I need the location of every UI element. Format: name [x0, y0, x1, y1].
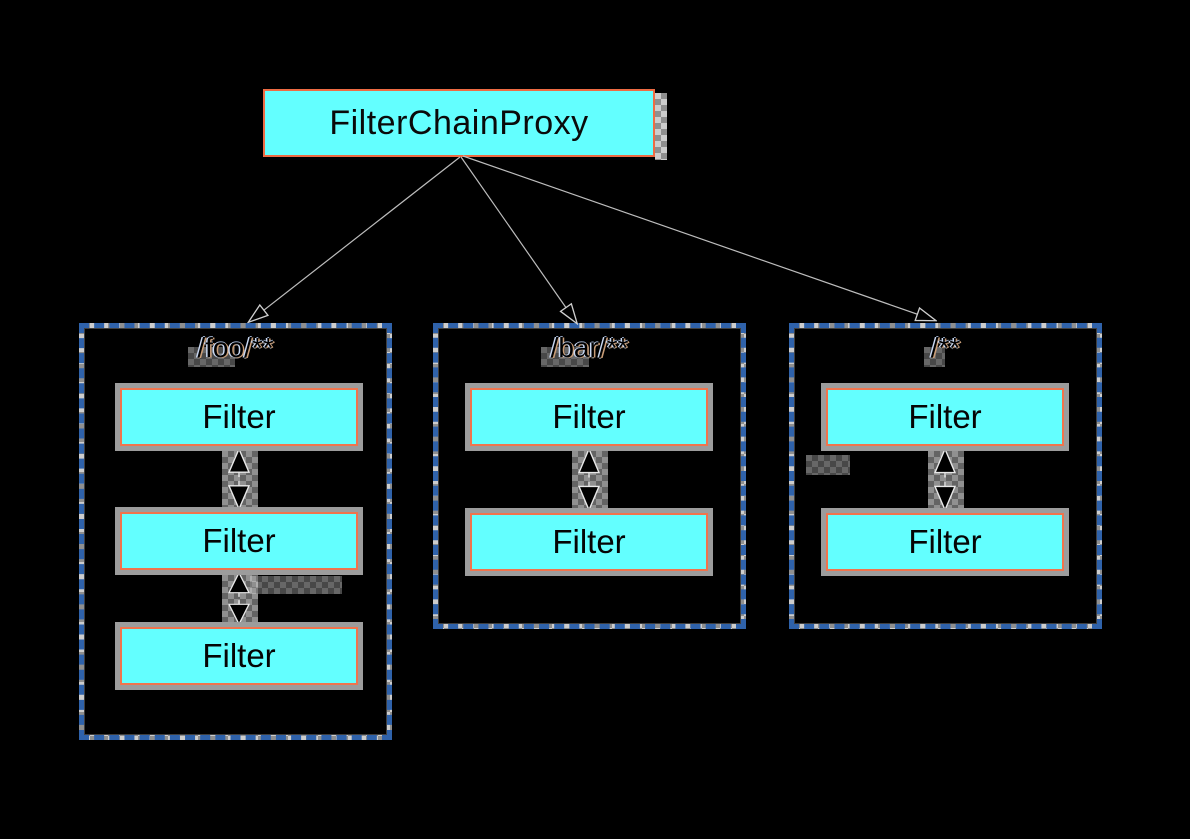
filter-label: Filter	[202, 637, 276, 674]
filter-label: Filter	[202, 398, 276, 435]
filter-chain-catchall-body: /** Filter Filter	[794, 328, 1097, 624]
bidirectional-arrows-icon	[572, 448, 608, 511]
filter-chain-foo: /foo/** Filter Filter	[79, 323, 392, 740]
filter-label: Filter	[552, 398, 626, 435]
filter-label: Filter	[908, 398, 982, 435]
connector-to-foo-chain	[250, 156, 461, 321]
filter-box: Filter	[120, 512, 358, 570]
up-down-arrow-icon	[227, 572, 251, 625]
proxy-box-shadow	[655, 93, 667, 160]
connector-to-bar-chain	[460, 156, 576, 322]
connector-to-catchall-chain	[462, 155, 934, 320]
filter-chain-bar: /bar/** Filter Filter	[433, 323, 746, 629]
chain-pattern-label: /foo/**	[84, 332, 387, 367]
filter-label: Filter	[908, 523, 982, 560]
filter-chain-foo-body: /foo/** Filter Filter	[84, 328, 387, 735]
chain-pattern-label: /bar/**	[438, 332, 741, 367]
bidirectional-arrows-icon	[222, 572, 258, 625]
render-artifact	[806, 455, 850, 475]
filter-label: Filter	[202, 522, 276, 559]
up-down-arrow-icon	[933, 448, 957, 511]
filter-box: Filter	[826, 513, 1064, 571]
render-artifact	[250, 576, 342, 594]
filter-box: Filter	[120, 388, 358, 446]
up-down-arrow-icon	[227, 448, 251, 510]
bidirectional-arrows-icon	[928, 448, 964, 511]
filter-label: Filter	[552, 523, 626, 560]
filter-chain-proxy-box: FilterChainProxy	[263, 89, 655, 157]
filter-box: Filter	[470, 513, 708, 571]
proxy-label: FilterChainProxy	[329, 103, 589, 142]
bidirectional-arrows-icon	[222, 448, 258, 510]
filter-box: Filter	[826, 388, 1064, 446]
filter-box: Filter	[470, 388, 708, 446]
up-down-arrow-icon	[577, 448, 601, 511]
filter-chain-catchall: /** Filter Filter	[789, 323, 1102, 629]
filter-chain-bar-body: /bar/** Filter Filter	[438, 328, 741, 624]
filter-box: Filter	[120, 627, 358, 685]
chain-pattern-label: /**	[794, 332, 1097, 367]
